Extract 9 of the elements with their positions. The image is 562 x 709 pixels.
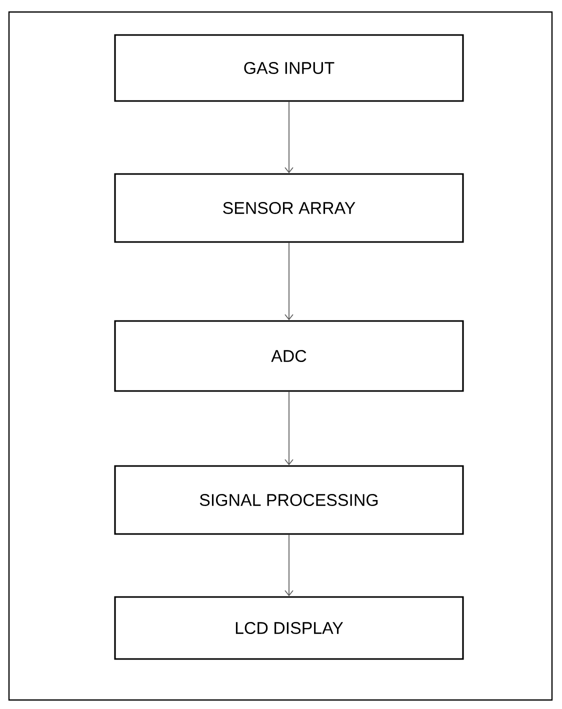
process-box: LCD DISPLAY xyxy=(114,596,464,660)
process-box: GAS INPUT xyxy=(114,34,464,102)
process-box: ADC xyxy=(114,320,464,392)
arrow xyxy=(284,101,294,174)
process-box: SENSOR ARRAY xyxy=(114,173,464,243)
arrow xyxy=(284,391,294,466)
arrow xyxy=(284,534,294,596)
arrow xyxy=(284,242,294,320)
process-box: SIGNAL PROCESSING xyxy=(114,465,464,535)
